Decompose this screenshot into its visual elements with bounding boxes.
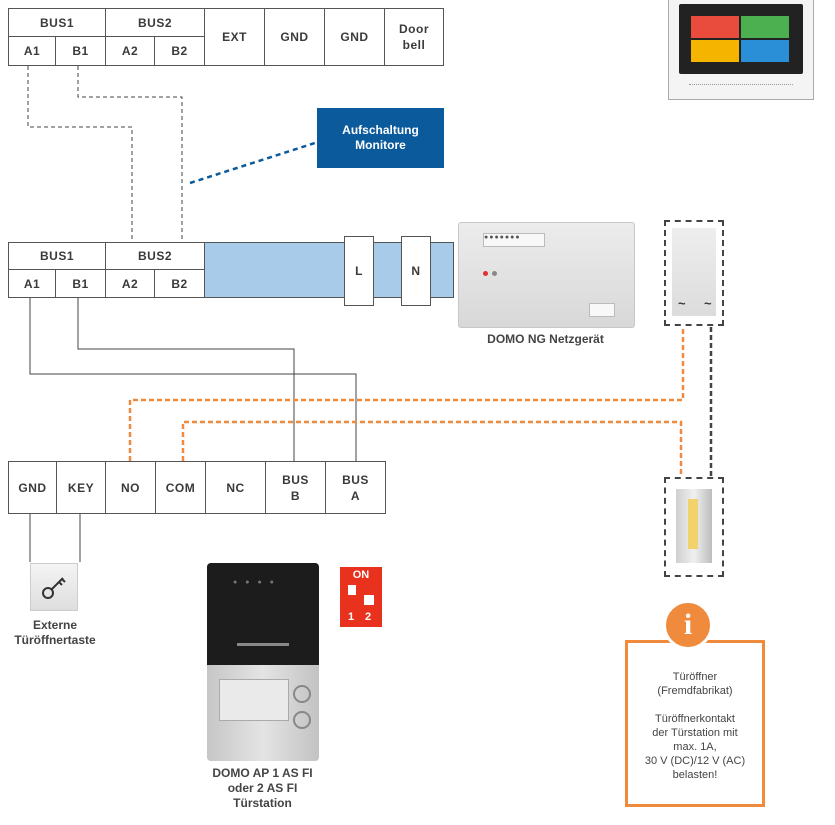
door-station-name-plate — [219, 679, 289, 721]
door-station-caption-line3: Türstation — [233, 796, 292, 810]
power-a1-label: A1 — [8, 269, 56, 298]
door-opener-wires — [128, 327, 685, 476]
info-text: Türöffner (Fremdfabrikat) Türöffnerkonta… — [628, 670, 762, 782]
door-opener-latch — [688, 499, 698, 549]
power-b1-label: B1 — [55, 269, 106, 298]
info-line5: max. 1A, — [673, 741, 717, 753]
door-opener-device — [664, 477, 724, 577]
bus-a-dashed-wire — [27, 66, 133, 242]
door-gnd-label: GND — [8, 461, 57, 514]
monitor-gnd2-label: GND — [324, 8, 385, 66]
bus-b-line1: BUS — [282, 472, 309, 487]
info-line7: belasten! — [672, 769, 718, 781]
n-terminal: N — [401, 236, 431, 306]
no-wire — [128, 327, 685, 461]
transformer-ac1-label: ~ — [678, 296, 686, 311]
bus-b-dashed-wire — [77, 66, 183, 242]
info-spacer — [628, 698, 762, 712]
info-line6: 30 V (DC)/12 V (AC) — [644, 755, 746, 767]
external-key-button — [30, 563, 78, 611]
info-box: Türöffner (Fremdfabrikat) Türöffnerkonta… — [625, 640, 765, 807]
key-caption-line1: Externe — [32, 618, 78, 632]
monitor-ext-label: EXT — [204, 8, 265, 66]
bus-wires — [29, 298, 357, 562]
dip-on-label: ON — [352, 569, 370, 581]
monitor-door-bell-label: Door bell — [384, 8, 444, 66]
dip-label-2: 2 — [365, 611, 372, 623]
bus-a-line2: A — [350, 488, 361, 503]
monitor-tile-red — [691, 16, 739, 38]
monitor-device — [668, 0, 814, 100]
door-station-camera-panel: ●●●● — [207, 563, 319, 665]
callout-connector — [189, 140, 319, 185]
bus-b-wire — [77, 298, 295, 461]
door-station-button-panel — [207, 665, 319, 761]
power-supply-device: ●●●●●●● — [458, 222, 635, 328]
power-bus1-label: BUS1 — [8, 242, 106, 270]
bus-a-line1: BUS — [342, 472, 369, 487]
key-caption-line2: Türöffnertaste — [14, 633, 96, 647]
door-station-button-1 — [293, 685, 311, 703]
info-line3: Türöffnerkontakt — [655, 713, 735, 725]
monitor-bus1-label: BUS1 — [8, 8, 106, 37]
door-station-button-2 — [293, 711, 311, 729]
power-supply-led — [483, 263, 507, 276]
power-supply-terminal-bottom — [589, 303, 615, 317]
monitor-bus2-label: BUS2 — [105, 8, 205, 37]
info-icon: i — [663, 600, 713, 650]
dip-switch: ON 1 2 — [340, 567, 382, 627]
power-a2-label: A2 — [105, 269, 155, 298]
transformer-device: ~ ~ — [664, 220, 724, 326]
dip-label-1: 1 — [348, 611, 355, 623]
power-supply-caption: DOMO NG Netzgerät — [487, 332, 604, 346]
door-bell-line1: Door — [399, 22, 429, 36]
bus-a-wire — [29, 298, 357, 461]
door-station-caption-line1: DOMO AP 1 AS FI — [212, 766, 313, 780]
key-caption: Externe Türöffnertaste — [5, 618, 105, 648]
door-station-light-bar — [237, 643, 289, 646]
l-terminal: L — [344, 236, 374, 306]
door-nc-label: NC — [205, 461, 266, 514]
monitor-screen — [679, 4, 803, 74]
monitor-tile-blue — [741, 40, 789, 62]
info-line2: (Fremdfabrikat) — [657, 685, 733, 697]
door-station-caption: DOMO AP 1 AS FI oder 2 AS FI Türstation — [180, 766, 345, 811]
com-wire — [181, 420, 683, 476]
monitor-b2-label: B2 — [154, 36, 205, 66]
power-bus2-label: BUS2 — [105, 242, 205, 270]
power-b2-label: B2 — [154, 269, 205, 298]
monitor-a1-label: A1 — [8, 36, 56, 66]
monitor-a2-label: A2 — [105, 36, 155, 66]
transformer-body — [672, 228, 716, 316]
transformer-ac2-label: ~ — [704, 296, 712, 311]
monitor-gnd1-label: GND — [264, 8, 325, 66]
door-com-label: COM — [155, 461, 206, 514]
callout-line2: Monitore — [355, 138, 406, 152]
door-no-label: NO — [105, 461, 156, 514]
monitor-bus-wires — [27, 66, 183, 242]
door-station-leds: ●●●● — [233, 579, 282, 586]
door-bus-b-label: BUS B — [265, 461, 326, 514]
door-key-label: KEY — [56, 461, 106, 514]
power-supply-terminal-top: ●●●●●●● — [483, 233, 545, 247]
door-opener-body — [676, 489, 712, 563]
info-line4: der Türstation mit — [652, 727, 738, 739]
monitor-tile-yellow — [691, 40, 739, 62]
key-icon — [42, 577, 66, 599]
door-station-device: ●●●● — [207, 563, 319, 761]
monitor-tile-green — [741, 16, 789, 38]
dip-switch-1 — [348, 585, 356, 595]
callout-box: Aufschaltung Monitore — [317, 108, 444, 168]
monitor-b1-label: B1 — [55, 36, 106, 66]
door-bell-line2: bell — [402, 38, 426, 52]
info-line1: Türöffner — [672, 671, 718, 683]
door-station-caption-line2: oder 2 AS FI — [227, 781, 298, 795]
callout-line1: Aufschaltung — [342, 123, 419, 137]
bus-b-line2: B — [290, 488, 301, 503]
dip-switch-2 — [364, 595, 374, 605]
monitor-buttons — [689, 84, 793, 89]
door-bus-a-label: BUS A — [325, 461, 386, 514]
